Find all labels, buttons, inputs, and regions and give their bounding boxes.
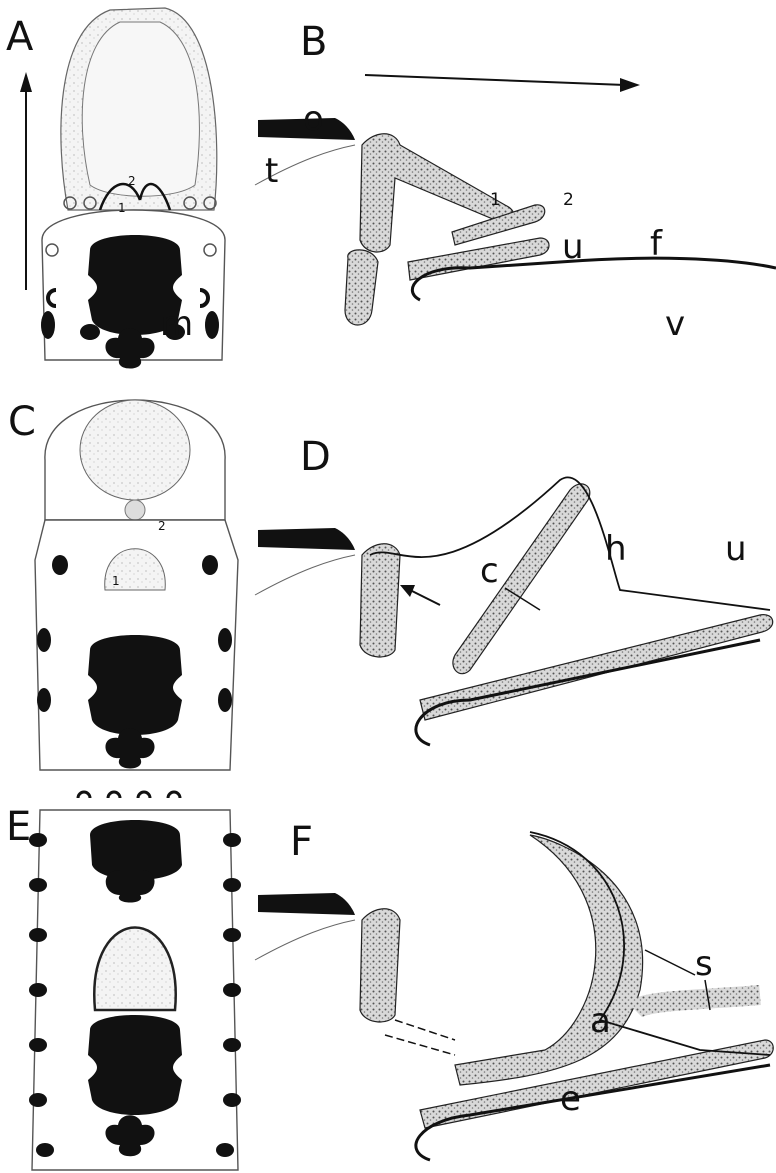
stipple-body-left	[360, 909, 400, 1022]
lateral-spot	[37, 628, 51, 652]
invaginated-scolex	[82, 22, 199, 196]
label-2: 2	[563, 190, 574, 210]
small-disc	[125, 500, 145, 520]
panel-a: A 2 1 m	[6, 8, 225, 369]
panel-b: B o t 1 2 u f v	[255, 19, 776, 344]
lateral-spot	[205, 311, 219, 339]
panel-c-letter: C	[8, 399, 36, 445]
label-u: u	[562, 227, 584, 267]
label-f: f	[650, 224, 663, 264]
label-e: e	[560, 1079, 581, 1119]
lateral-spot	[80, 324, 100, 340]
label-t: t	[265, 151, 278, 191]
crescent-mark	[168, 792, 180, 798]
label-1: 1	[112, 574, 120, 588]
direction-arrow	[410, 590, 440, 605]
crescent-mark	[138, 792, 150, 798]
bladder-oval	[80, 400, 190, 500]
stipple-body-curved	[455, 835, 643, 1085]
pointer-line	[645, 950, 695, 975]
dark-mass	[88, 635, 182, 735]
lateral-spot	[52, 555, 68, 575]
membrane-line	[255, 555, 355, 595]
label-a: a	[590, 1001, 611, 1041]
label-2: 2	[158, 519, 166, 533]
label-1: 1	[118, 201, 126, 215]
dark-mass	[88, 1015, 182, 1115]
panel-e: E	[6, 792, 241, 1170]
dashed-line	[395, 1020, 455, 1040]
label-o: o	[303, 99, 324, 139]
crescent-mark	[78, 792, 90, 798]
arrowhead-icon	[20, 72, 32, 92]
panel-e-letter: E	[6, 804, 31, 850]
stipple-body-left	[360, 544, 400, 657]
panel-c: C 2 1	[8, 399, 238, 770]
lateral-spot	[218, 628, 232, 652]
label-h: h	[605, 529, 627, 569]
label-s: s	[695, 944, 713, 984]
panel-f-letter: F	[290, 819, 313, 865]
lateral-spot	[37, 688, 51, 712]
label-1: 1	[490, 190, 501, 210]
panel-a-letter: A	[6, 14, 34, 60]
black-tube	[258, 528, 355, 550]
label-m: m	[160, 304, 193, 344]
panel-b-letter: B	[300, 19, 327, 65]
panel-d: D c h u	[255, 434, 773, 745]
panel-f: F s a e	[255, 819, 773, 1160]
stipple-sheath	[635, 995, 760, 1010]
membrane-line	[255, 920, 355, 960]
dashed-line	[385, 1035, 455, 1055]
label-c: c	[480, 551, 499, 591]
lateral-spot	[202, 555, 218, 575]
direction-arrow	[365, 75, 625, 85]
panel-d-letter: D	[300, 434, 331, 480]
label-2: 2	[128, 174, 136, 188]
label-u: u	[725, 529, 747, 569]
black-tube	[258, 893, 355, 915]
stipple-body-base	[345, 250, 378, 325]
lateral-spot	[218, 688, 232, 712]
arrowhead-icon	[620, 78, 640, 92]
crescent-mark	[108, 792, 120, 798]
lateral-spot	[41, 311, 55, 339]
label-v: v	[665, 304, 685, 344]
